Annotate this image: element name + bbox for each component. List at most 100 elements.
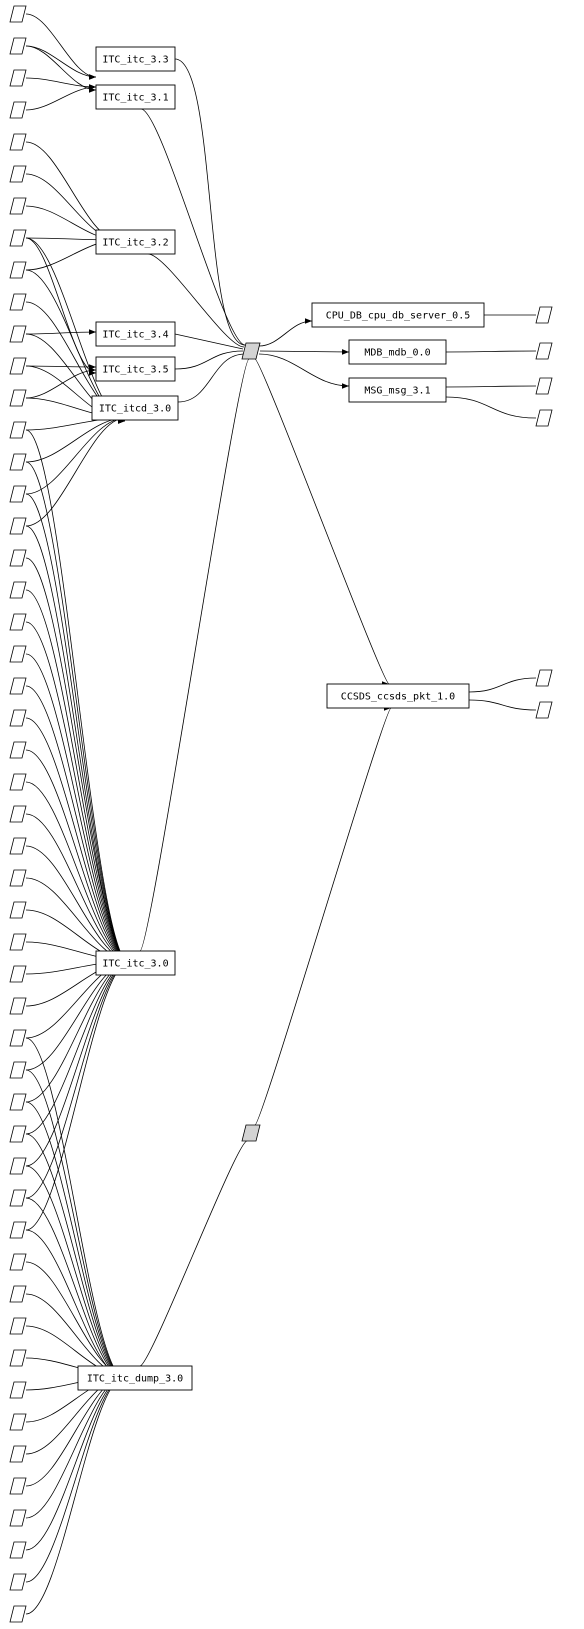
node-itc31[interactable]: ITC_itc_3.1 bbox=[95, 84, 176, 110]
edge-line bbox=[25, 958, 131, 1231]
node-itc34[interactable]: ITC_itc_3.4 bbox=[95, 321, 176, 347]
node-label: ITC_itc_3.1 bbox=[102, 93, 168, 104]
input-port bbox=[9, 69, 27, 87]
input-port bbox=[9, 5, 27, 23]
node-dump30[interactable]: ITC_itc_dump_3.0 bbox=[77, 1365, 193, 1391]
input-port bbox=[9, 1349, 27, 1367]
input-port bbox=[9, 165, 27, 183]
output-port bbox=[535, 409, 553, 427]
edge-line bbox=[177, 353, 246, 403]
edge-line bbox=[254, 358, 390, 687]
input-port bbox=[9, 1445, 27, 1463]
input-port bbox=[9, 357, 27, 375]
edge-line bbox=[140, 108, 246, 346]
edge-line bbox=[445, 385, 537, 388]
edge-line bbox=[468, 699, 537, 711]
input-port bbox=[9, 613, 27, 631]
edge-line bbox=[254, 705, 392, 1126]
node-itc30[interactable]: ITC_itc_3.0 bbox=[95, 950, 176, 976]
input-port bbox=[9, 197, 27, 215]
hub-node bbox=[241, 342, 261, 360]
node-itc32[interactable]: ITC_itc_3.2 bbox=[95, 229, 176, 255]
node-box bbox=[95, 46, 176, 72]
edge-line bbox=[139, 1140, 248, 1367]
input-port bbox=[9, 1157, 27, 1175]
node-label: MSG_msg_3.1 bbox=[364, 386, 430, 397]
node-itc33[interactable]: ITC_itc_3.3 bbox=[95, 46, 176, 72]
input-port bbox=[9, 581, 27, 599]
node-mdb[interactable]: MDB_mdb_0.0 bbox=[348, 339, 447, 365]
input-port bbox=[9, 1221, 27, 1239]
edge-line bbox=[25, 329, 97, 335]
input-port bbox=[9, 645, 27, 663]
input-port bbox=[9, 837, 27, 855]
edge-line bbox=[25, 1373, 126, 1487]
edge-line bbox=[25, 1373, 126, 1583]
input-port bbox=[9, 869, 27, 887]
edge-line bbox=[25, 364, 97, 370]
input-port bbox=[9, 101, 27, 119]
hubs-layer bbox=[241, 342, 261, 1142]
input-port bbox=[9, 1573, 27, 1591]
node-box bbox=[95, 84, 176, 110]
output-port bbox=[535, 377, 553, 395]
input-port bbox=[9, 709, 27, 727]
edge-line bbox=[25, 13, 97, 80]
node-cpudb[interactable]: CPU_DB_cpu_db_server_0.5 bbox=[311, 302, 485, 328]
input-port bbox=[9, 293, 27, 311]
edge-line bbox=[25, 1133, 126, 1382]
node-box bbox=[95, 356, 176, 382]
node-msg[interactable]: MSG_msg_3.1 bbox=[348, 377, 447, 403]
input-port bbox=[9, 1253, 27, 1271]
input-port bbox=[9, 1189, 27, 1207]
input-port bbox=[9, 1413, 27, 1431]
input-port bbox=[9, 453, 27, 471]
edge-line bbox=[25, 45, 97, 80]
input-port bbox=[9, 1381, 27, 1399]
node-box bbox=[326, 683, 470, 709]
input-port bbox=[9, 1509, 27, 1527]
node-label: ITC_itc_3.5 bbox=[102, 365, 168, 376]
input-port bbox=[9, 677, 27, 695]
input-port bbox=[9, 1605, 27, 1623]
node-label: ITC_itc_3.3 bbox=[102, 55, 168, 66]
edge-line bbox=[25, 1373, 126, 1615]
edge-line bbox=[25, 141, 119, 243]
edge-line bbox=[25, 749, 131, 964]
edge-line bbox=[139, 358, 250, 952]
edge-line bbox=[25, 653, 131, 964]
input-port bbox=[9, 1317, 27, 1335]
edge-line bbox=[25, 367, 97, 399]
edge-line bbox=[25, 1037, 126, 1382]
edge-line bbox=[25, 525, 131, 967]
edge-line bbox=[25, 685, 131, 964]
input-port bbox=[9, 997, 27, 1015]
edge-line bbox=[259, 349, 350, 355]
node-box bbox=[95, 229, 176, 255]
output-port bbox=[535, 669, 553, 687]
node-itc35[interactable]: ITC_itc_3.5 bbox=[95, 356, 176, 382]
input-port bbox=[9, 421, 27, 439]
output-port bbox=[535, 701, 553, 719]
edge-line bbox=[25, 1069, 126, 1382]
input-port bbox=[9, 229, 27, 247]
input-port bbox=[9, 261, 27, 279]
edge-line bbox=[25, 45, 97, 93]
node-label: CCSDS_ccsds_pkt_1.0 bbox=[341, 692, 455, 703]
input-port bbox=[9, 1541, 27, 1559]
node-box bbox=[77, 1365, 193, 1391]
node-ccsds[interactable]: CCSDS_ccsds_pkt_1.0 bbox=[326, 683, 470, 709]
node-label: MDB_mdb_0.0 bbox=[364, 348, 430, 359]
ports-layer bbox=[9, 5, 553, 1623]
edge-line bbox=[445, 350, 537, 353]
node-itcd30[interactable]: ITC_itcd_3.0 bbox=[91, 395, 179, 421]
edge-line bbox=[25, 1165, 126, 1382]
output-port bbox=[535, 306, 553, 324]
input-port bbox=[9, 1285, 27, 1303]
edge-line bbox=[25, 557, 131, 964]
input-port bbox=[9, 965, 27, 983]
nodes-layer: ITC_itc_3.3ITC_itc_3.1ITC_itc_3.2ITC_itc… bbox=[77, 46, 485, 1391]
node-box bbox=[95, 321, 176, 347]
edge-line bbox=[25, 717, 131, 964]
input-port bbox=[9, 773, 27, 791]
